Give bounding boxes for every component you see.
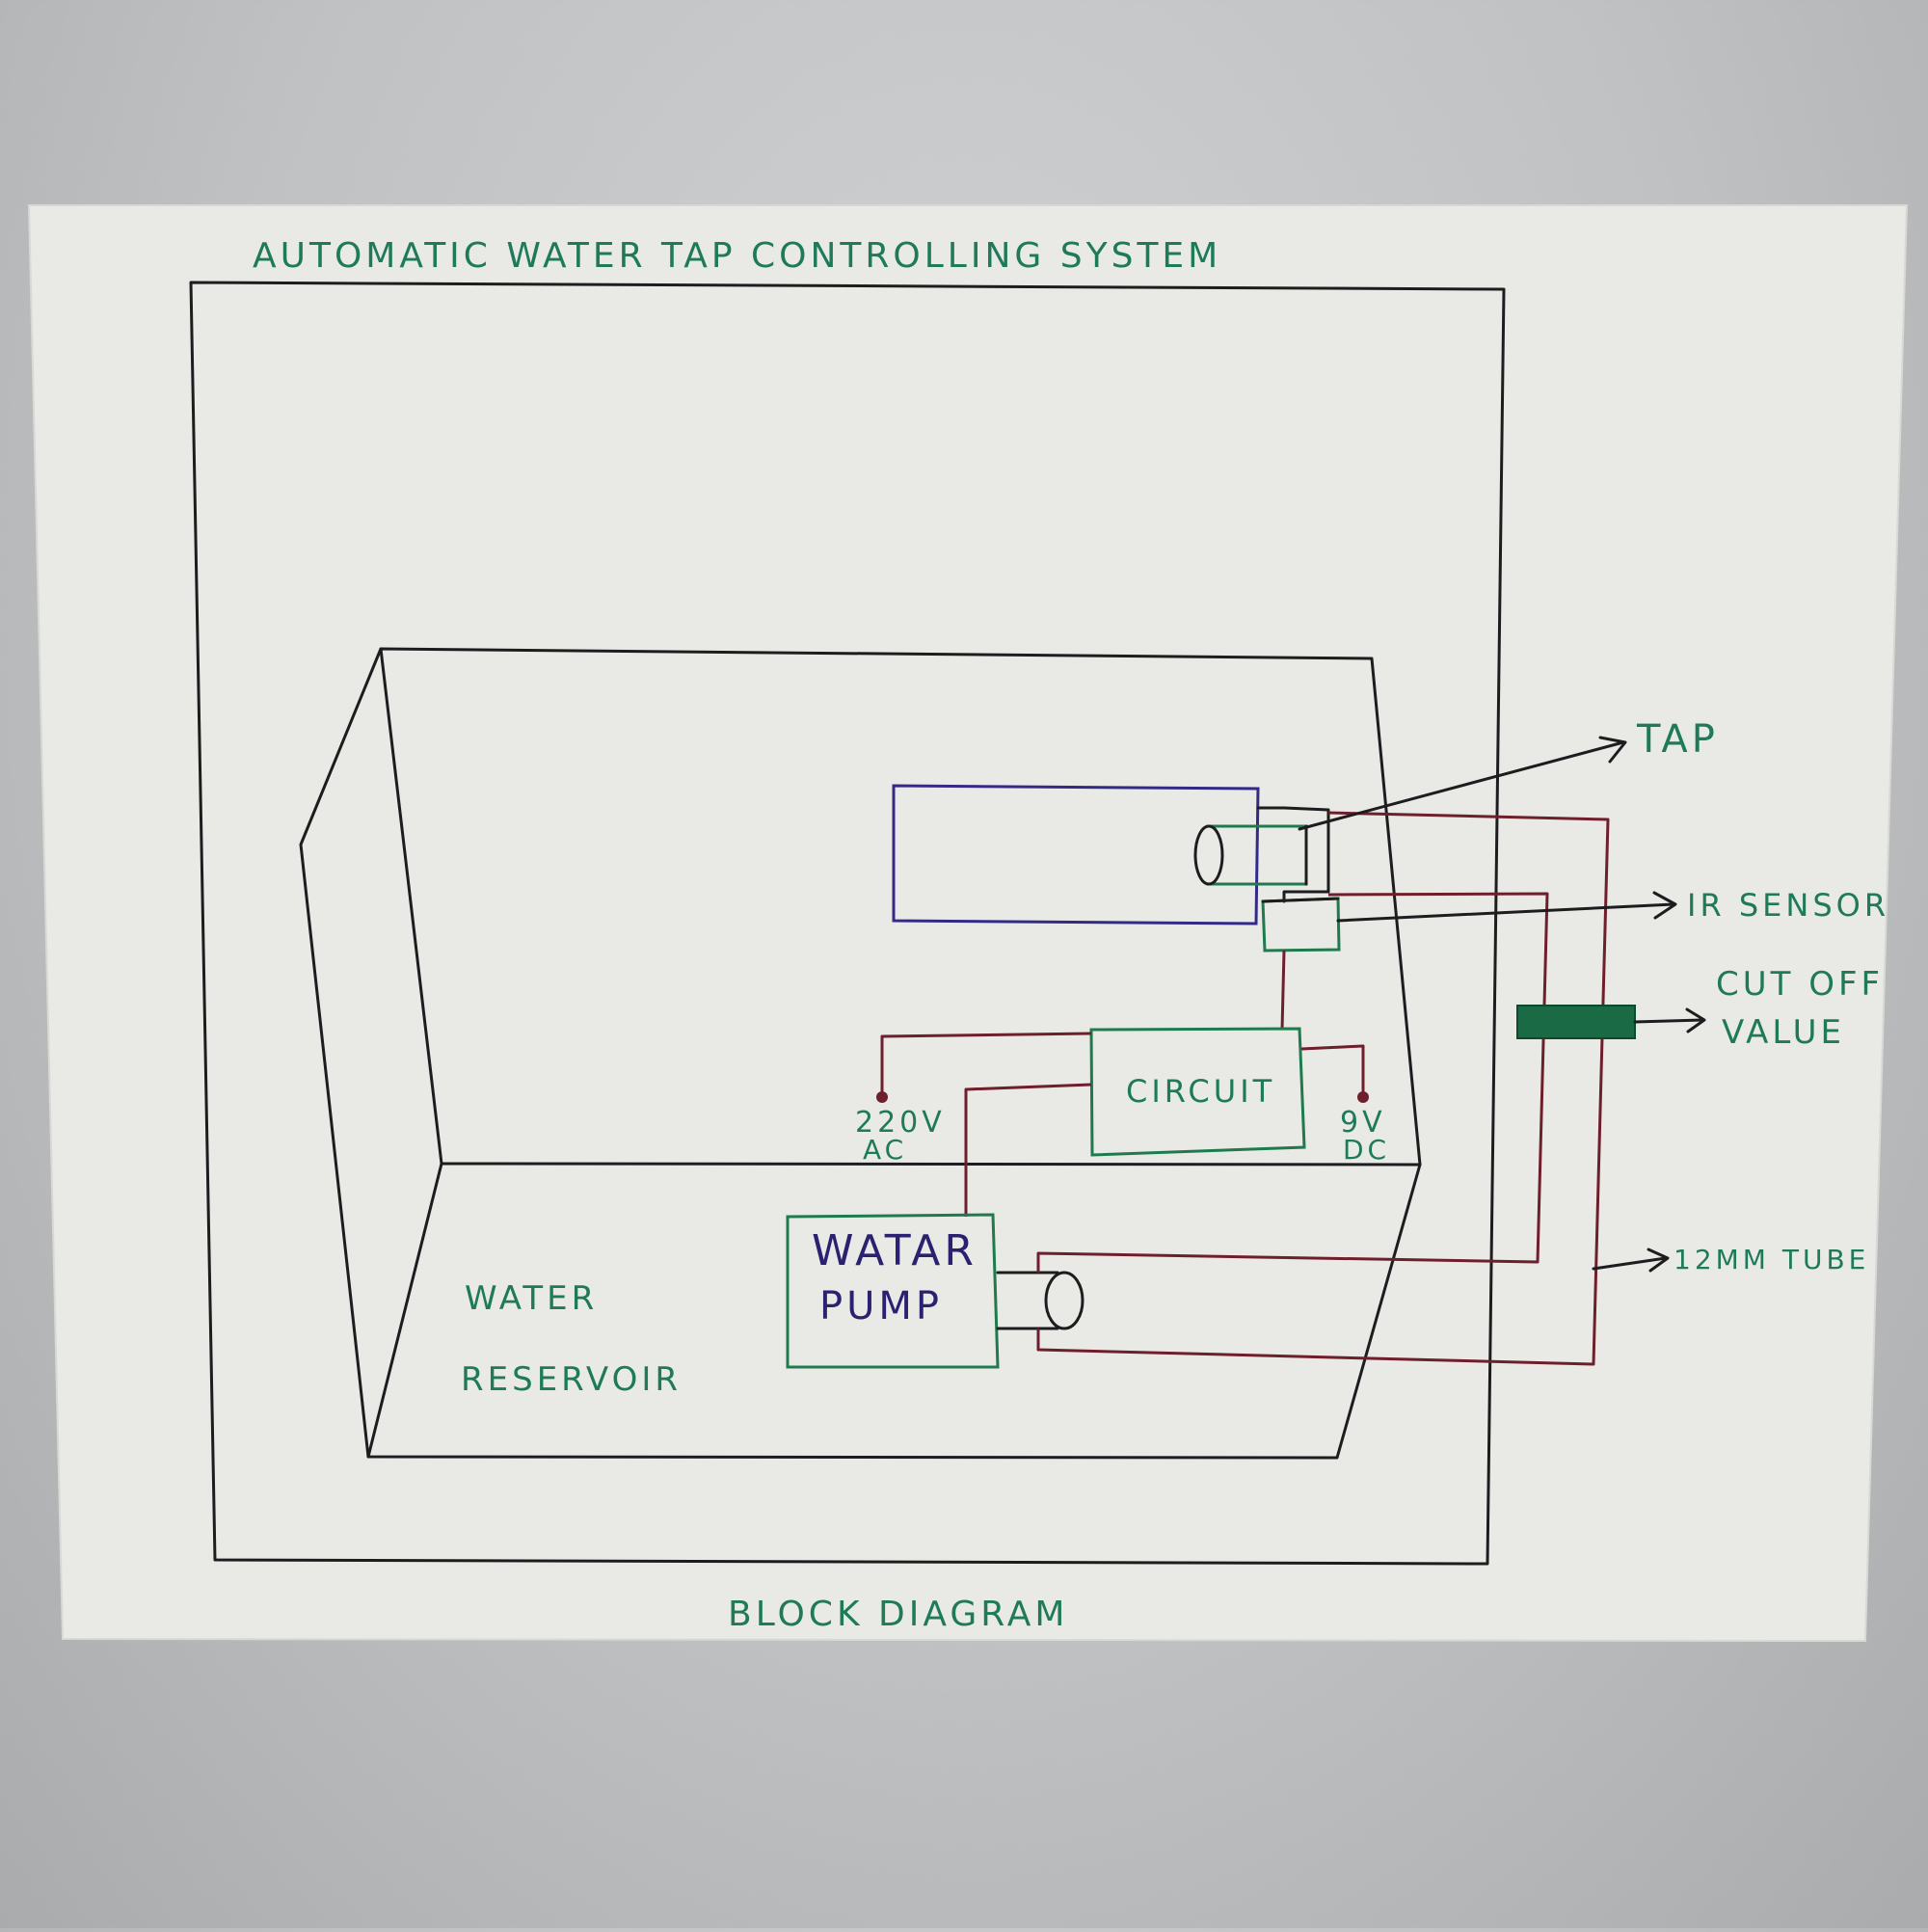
water-pump-label-line1: WATAR [812,1226,977,1275]
tube-label: 12MM TUBE [1674,1244,1869,1275]
cutoff-valve-pointer-arrow [1633,1007,1706,1033]
outer-frame [189,281,1506,1566]
water-reservoir-label-line2: RESERVOIR [461,1360,682,1399]
diagram-title: AUTOMATIC WATER TAP CONTROLLING SYSTEM [253,236,1221,276]
water-reservoir-box [299,647,1422,1460]
sensor-circuit-wire [1280,950,1286,1031]
ac-power-wire [880,1032,1092,1097]
ir-sensor-label: IR SENSOR [1687,887,1889,924]
tap-bracket [1256,806,1330,903]
tap-icon [1193,824,1308,886]
tube-pointer-arrow [1592,1248,1670,1273]
ac-voltage-label-line1: 220V [855,1106,946,1140]
water-tube-inner [1036,892,1549,1273]
cutoff-valve-icon [1516,1005,1636,1039]
ir-sensor-icon [1261,897,1341,953]
circuit-label: CIRCUIT [1126,1073,1275,1110]
dc-voltage-label-line1: 9V [1340,1106,1386,1140]
ac-terminal-dot [876,1091,888,1103]
pump-outlet-icon [996,1271,1084,1330]
dc-terminal-dot [1357,1091,1369,1103]
tap-pointer-arrow [1298,736,1627,831]
dc-voltage-label-line2: DC [1343,1134,1390,1166]
water-tube-outer [1036,811,1610,1366]
water-pump-label-line2: PUMP [819,1284,943,1328]
cutoff-valve-label-line2: VALUE [1722,1013,1845,1052]
water-reservoir-label-line1: WATER [465,1279,598,1318]
ac-voltage-label-line2: AC [863,1134,907,1166]
sink-basin [892,784,1260,926]
diagram-caption: BLOCK DIAGRAM [728,1595,1068,1634]
dc-power-wire [1300,1044,1365,1097]
tap-label: TAP [1636,717,1719,762]
ir-sensor-pointer-arrow [1336,891,1677,923]
circuit-box [1089,1027,1306,1157]
circuit-pump-wire [964,1083,1092,1217]
paper-sheet [27,204,1909,1643]
water-pump-box [786,1213,1000,1369]
cutoff-valve-label-line1: CUT OFF [1716,965,1884,1004]
